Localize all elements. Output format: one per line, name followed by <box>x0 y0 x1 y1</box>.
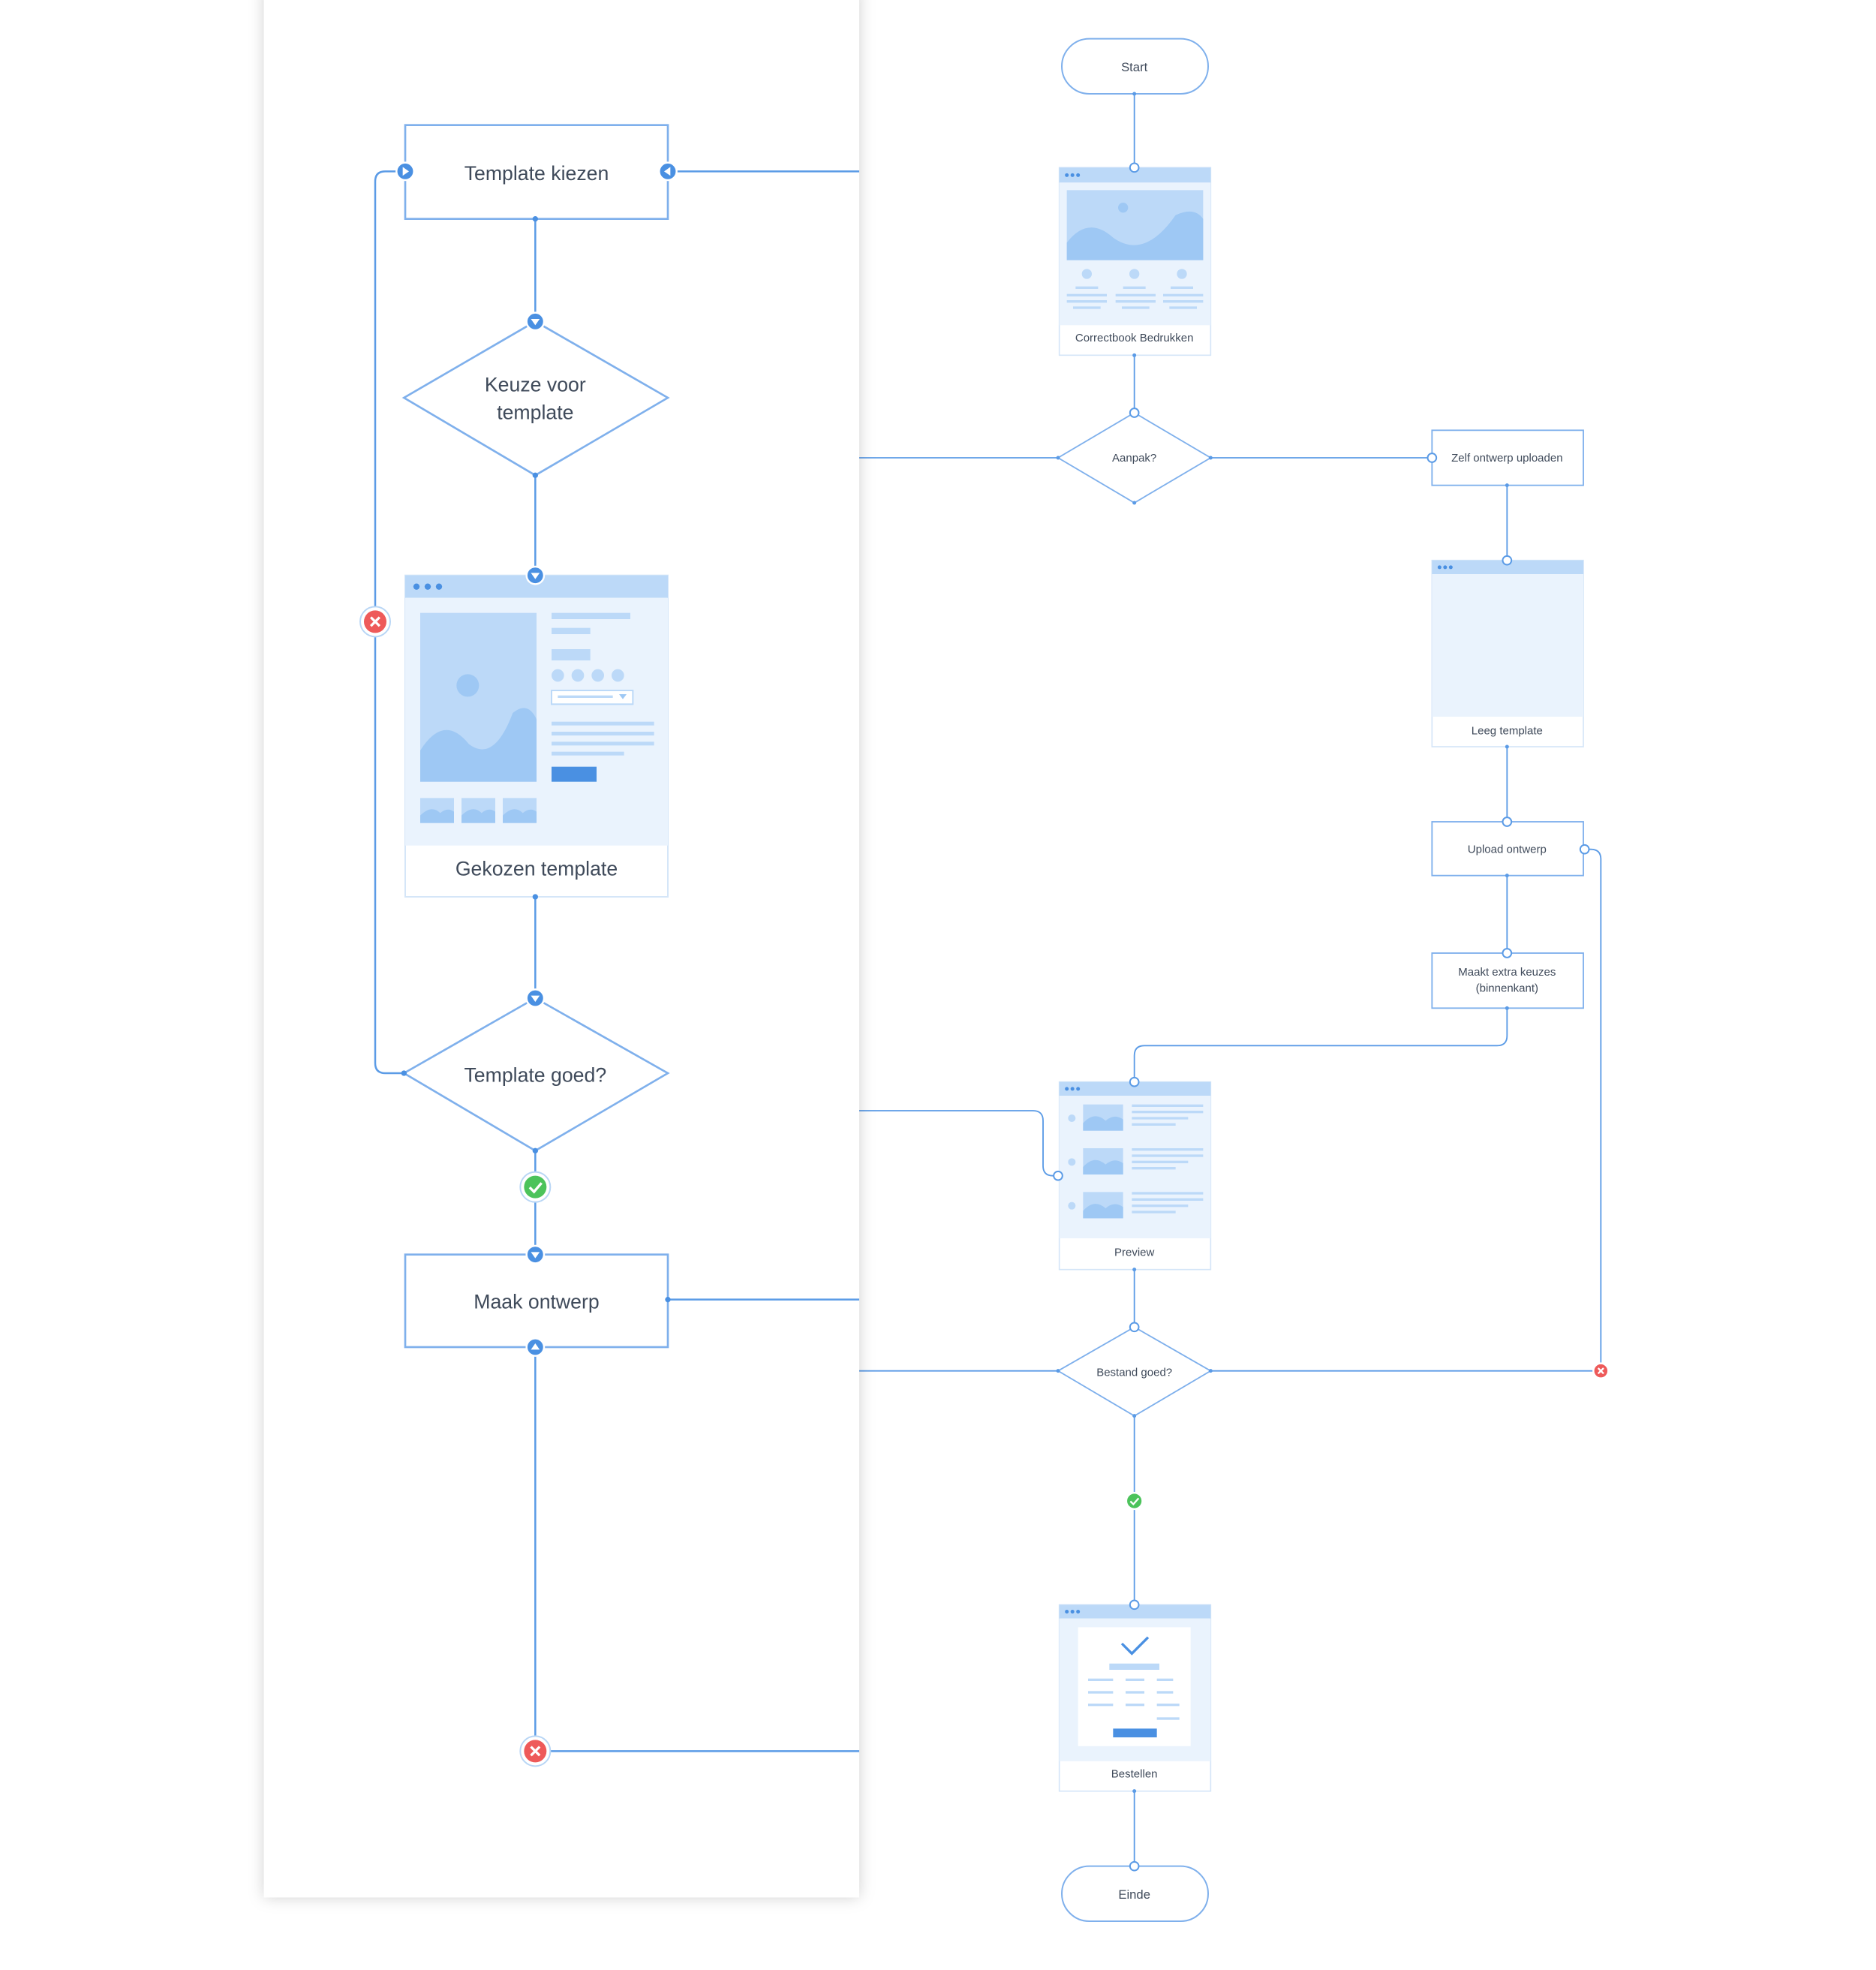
preview-screen[interactable]: Preview <box>1058 1081 1212 1271</box>
bestellen-screen[interactable]: Bestellen <box>1058 1604 1212 1792</box>
template-goed-decision[interactable]: Template goed? <box>401 997 670 1152</box>
chevron-down-icon <box>619 694 627 699</box>
connector-upload-retry <box>1584 848 1602 1371</box>
template-kiezen-label: Template kiezen <box>464 162 609 185</box>
select-button-icon <box>552 766 597 782</box>
extra-keuzes-label-2: (binnenkant) <box>1476 982 1538 995</box>
overview-handles <box>1053 162 1590 1872</box>
handle-icon <box>1053 1170 1063 1181</box>
handle-icon <box>1129 1076 1140 1087</box>
order-check-icon <box>1120 1636 1150 1656</box>
handle-icon <box>1579 844 1590 855</box>
extra-keuzes-label-1: Maakt extra keuzes <box>1458 966 1556 979</box>
handle-icon <box>1129 1322 1140 1333</box>
handle-icon <box>1502 817 1513 827</box>
handle-icon <box>1427 453 1438 463</box>
connector-template-preview <box>858 1110 1058 1177</box>
einde-label: Einde <box>1118 1887 1150 1902</box>
gekozen-template-label: Gekozen template <box>455 858 618 880</box>
keuze-label-2: template <box>497 401 573 423</box>
close-icon <box>359 606 391 638</box>
leeg-template-screen[interactable]: Leeg template <box>1431 559 1584 747</box>
handle-icon <box>1502 555 1513 566</box>
connector-extra-preview <box>1133 1008 1508 1082</box>
zoom-dots <box>401 216 671 1303</box>
leeg-template-label: Leeg template <box>1472 724 1543 737</box>
gekozen-template-screen[interactable]: Gekozen template <box>404 574 669 898</box>
handle-icon <box>1502 948 1513 958</box>
maak-ontwerp-label: Maak ontwerp <box>474 1290 599 1313</box>
aanpak-label: Aanpak? <box>1112 452 1156 465</box>
keuze-template-decision[interactable]: Keuze voor template <box>401 320 670 477</box>
handle-icon <box>1129 162 1140 173</box>
zoom-panel-background <box>263 0 860 1898</box>
overview-connectors <box>858 94 1602 1866</box>
aanpak-decision[interactable]: Aanpak? <box>1057 411 1213 504</box>
order-button-icon <box>1113 1728 1157 1737</box>
einde-terminal[interactable]: Einde <box>1061 1865 1209 1922</box>
correctbook-label: Correctbook Bedrukken <box>1075 332 1194 344</box>
handle-icon <box>1129 1599 1140 1611</box>
template-kiezen-box[interactable]: Template kiezen <box>404 124 669 220</box>
start-label: Start <box>1121 60 1148 74</box>
zelf-ontwerp-label: Zelf ontwerp uploaden <box>1451 452 1562 465</box>
zoom-panel: Template kiezen Keuze voor template <box>263 0 860 1898</box>
maak-ontwerp-box[interactable]: Maak ontwerp <box>404 1253 669 1349</box>
bestand-goed-label: Bestand goed? <box>1096 1366 1172 1379</box>
zelf-ontwerp-box[interactable]: Zelf ontwerp uploaden <box>1431 429 1584 486</box>
preview-label: Preview <box>1114 1246 1155 1259</box>
handle-icon <box>1129 1860 1140 1872</box>
start-terminal[interactable]: Start <box>1061 38 1209 95</box>
bestellen-label: Bestellen <box>1111 1767 1158 1780</box>
handle-icon <box>1129 408 1140 418</box>
keuze-label-1: Keuze voor <box>485 374 586 396</box>
close-icon <box>1592 1362 1610 1379</box>
overview-flowchart: Start Correctbook Bedrukken Aanpak? <box>858 38 1610 1922</box>
check-icon <box>519 1171 552 1203</box>
check-icon <box>1125 1491 1144 1511</box>
template-goed-label: Template goed? <box>464 1064 606 1087</box>
upload-ontwerp-box[interactable]: Upload ontwerp <box>1431 821 1584 877</box>
bestand-goed-decision[interactable]: Bestand goed? <box>1057 1326 1213 1417</box>
close-icon <box>519 1735 552 1767</box>
overview-dots <box>1056 92 1509 1794</box>
correctbook-screen[interactable]: Correctbook Bedrukken <box>1058 167 1212 356</box>
extra-keuzes-box[interactable]: Maakt extra keuzes (binnenkant) <box>1431 952 1584 1009</box>
zoom-handles <box>395 161 678 1357</box>
upload-ontwerp-label: Upload ontwerp <box>1468 844 1547 856</box>
